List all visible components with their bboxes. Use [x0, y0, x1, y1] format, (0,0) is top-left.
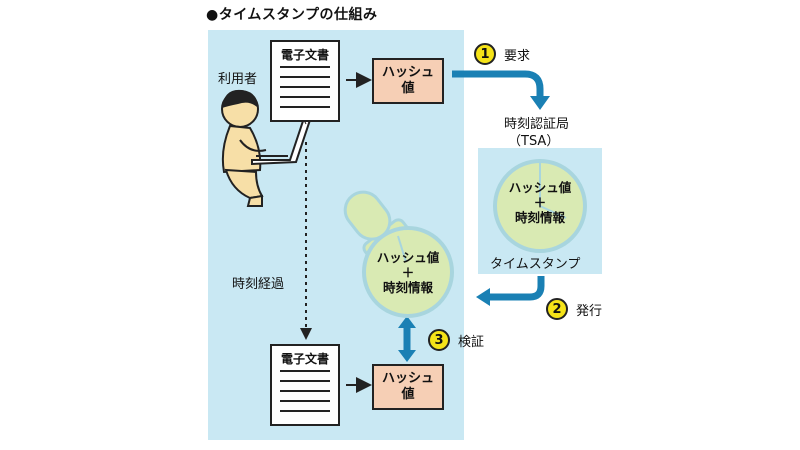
- step-2-label: 発行: [576, 304, 603, 319]
- stamp-line1: ハッシュ値: [376, 250, 440, 265]
- tsa-clock-line2: ＋: [533, 195, 547, 210]
- step-2-badge: 2: [546, 298, 568, 320]
- tsa-clock-line3: 時刻情報: [514, 210, 565, 225]
- document-text-line: [280, 66, 330, 68]
- request-arrowhead: [530, 96, 550, 110]
- hash-label-line1: ハッシュ: [381, 65, 434, 80]
- document-title: 電子文書: [280, 48, 329, 62]
- tsa-clock-line1: ハッシュ値: [508, 180, 572, 195]
- time-elapsed-arrowhead: [300, 328, 312, 340]
- document-text-line: [280, 400, 330, 402]
- document-title: 電子文書: [280, 352, 329, 366]
- hash-label-line2: 値: [401, 81, 415, 96]
- time-elapsed-label: 時刻経過: [232, 277, 285, 292]
- stamp-line2: ＋: [401, 265, 415, 280]
- document-text-line: [280, 410, 330, 412]
- document-text-line: [280, 380, 330, 382]
- diagram-title: ●タイムスタンプの仕組み: [206, 7, 378, 23]
- electronic-document-bottom: 電子文書: [270, 344, 340, 426]
- hash-label-line1: ハッシュ: [381, 371, 434, 386]
- document-text-line: [280, 86, 330, 88]
- stamp-line3: 時刻情報: [382, 280, 433, 295]
- user-label: 利用者: [218, 72, 258, 87]
- step-1-label: 要求: [504, 49, 531, 64]
- tsa-name: 時刻認証局: [504, 117, 570, 132]
- document-text-line: [280, 370, 330, 372]
- stamp-text: ハッシュ値 ＋ 時刻情報: [364, 250, 452, 295]
- issue-arrow: [488, 276, 545, 301]
- step-3-badge: 3: [428, 329, 450, 351]
- electronic-document-top: 電子文書: [270, 40, 340, 122]
- document-text-line: [280, 76, 330, 78]
- hash-value-box-bottom: ハッシュ 値: [372, 364, 444, 410]
- issue-arrowhead: [476, 288, 490, 306]
- tsa-clock-text: ハッシュ値 ＋ 時刻情報: [496, 180, 584, 225]
- verify-arrowhead-down: [398, 350, 416, 362]
- hash-value-box-top: ハッシュ 値: [372, 58, 444, 104]
- step-3-label: 検証: [458, 335, 485, 350]
- user-figure-icon: [221, 89, 312, 207]
- verify-arrowhead-up: [398, 316, 416, 328]
- rubber-stamp-face: [362, 226, 454, 318]
- document-text-line: [280, 96, 330, 98]
- step-1-badge: 1: [474, 43, 496, 65]
- hash-label-line2: 値: [401, 387, 415, 402]
- tsa-abbr: （TSA）: [508, 134, 560, 149]
- request-arrow: [452, 70, 544, 98]
- document-text-line: [280, 390, 330, 392]
- document-text-line: [280, 106, 330, 108]
- tsa-clock-icon: [493, 159, 587, 253]
- stamp-clock-hand: [397, 235, 407, 263]
- timestamp-caption: タイムスタンプ: [490, 257, 581, 272]
